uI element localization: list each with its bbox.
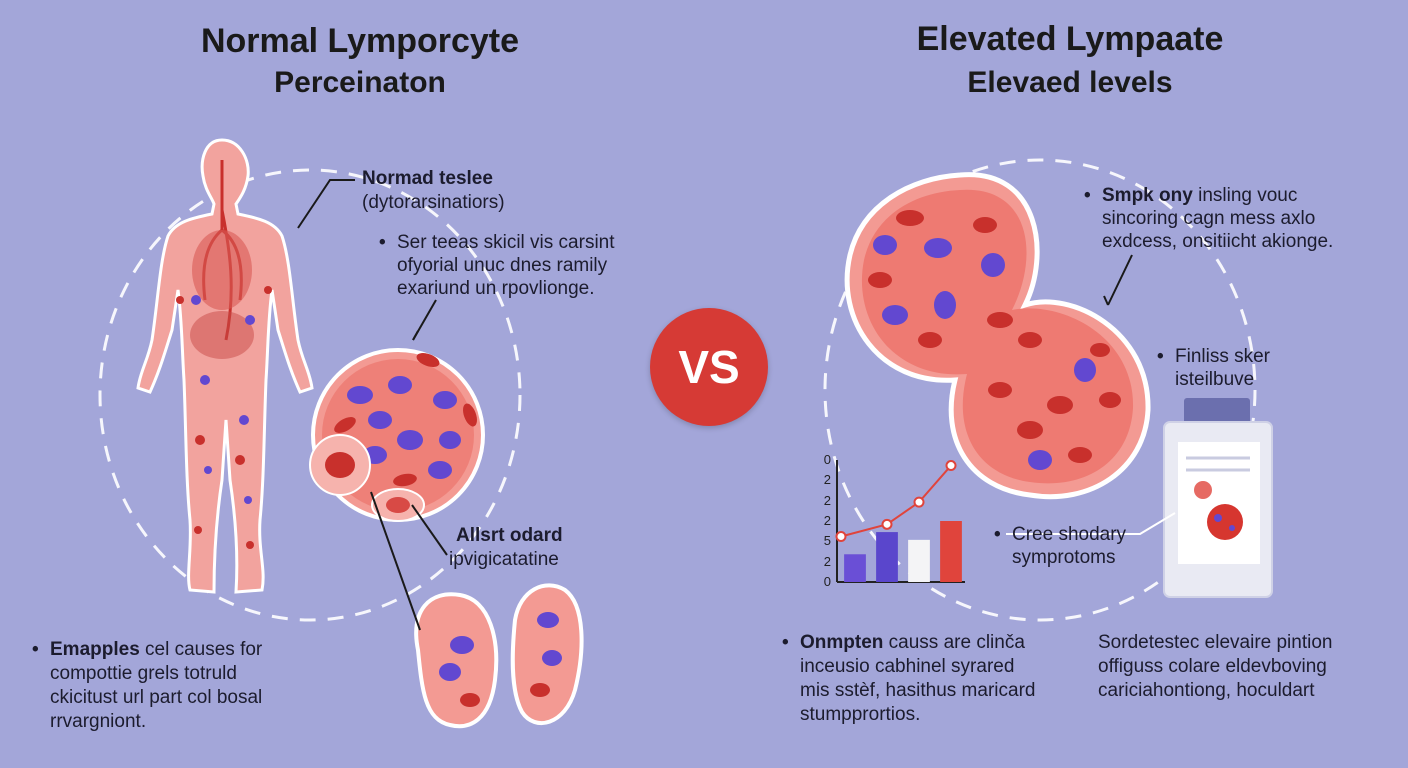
left-callout2-line1: Ser teeas skicil vis carsint	[379, 231, 614, 254]
right-callout1-line2: sincoring cagn mess axlo	[1102, 208, 1316, 229]
left-bottom-line4: rrvargniont.	[50, 711, 147, 732]
chart-point	[913, 496, 925, 508]
chart-y-tick-label: 0	[823, 574, 831, 589]
elevation-chart	[835, 460, 965, 583]
left-callout2-line2: ofyorial unuc dnes ramily	[397, 255, 608, 276]
chart-point	[835, 531, 847, 543]
right-callout1-line1: insling vouc	[1192, 185, 1298, 206]
left-callout3-title: Allsrt odard	[456, 525, 563, 546]
left-dashed-circle	[98, 168, 522, 622]
chart-point	[945, 460, 957, 472]
right-callout3-line1: Cree shodary	[994, 523, 1126, 546]
right-bottom-right-text: Sordetestec elevaire pintion offiguss co…	[1098, 631, 1332, 703]
medicine-bottle-icon	[1163, 398, 1273, 598]
right-bottom-right-line2: offiguss colare eldevboving	[1098, 656, 1327, 677]
right-callout1-line3: exdcess, onsitiicht akionge.	[1102, 231, 1334, 252]
right-callout2: Finliss sker isteilbuve	[1157, 345, 1270, 391]
chart-point	[881, 518, 893, 530]
left-subtitle: Perceinaton	[274, 66, 446, 99]
left-bottom-text: Emapples cel causes for compottie grels …	[32, 638, 263, 734]
right-bottom-line3: mis sstèf, hasithus maricard	[800, 680, 1036, 701]
left-callout-sub: (dytorarsinatiors)	[362, 192, 505, 213]
chart-trend-line	[840, 464, 952, 538]
right-bottom-right-line3: cariciahontiong, hoculdart	[1098, 680, 1315, 701]
chart-bar	[908, 539, 930, 582]
left-callout3-sub: ipvigicatatine	[449, 549, 559, 570]
chart-y-tick-label: 2	[823, 513, 831, 528]
left-callout2: Ser teeas skicil vis carsint ofyorial un…	[379, 231, 614, 300]
right-callout1: Smpk ony insling vouc sincoring cagn mes…	[1084, 184, 1334, 253]
right-callout3: Cree shodary symprotoms	[994, 523, 1126, 569]
chart-y-tick-label: 5	[823, 533, 831, 549]
chart-y-tick-label: 2	[823, 472, 831, 488]
right-callout1-bold: Smpk ony	[1102, 185, 1193, 206]
right-callout2-line2: isteilbuve	[1175, 369, 1255, 390]
chart-bar	[876, 532, 898, 582]
right-bottom-bold: Onmpten	[800, 632, 884, 653]
right-callout2-line1: Finliss sker	[1157, 345, 1270, 368]
right-dashed-circle	[823, 158, 1257, 622]
normal-tissue-cell	[309, 348, 485, 522]
chart-y-tick-label: 0	[823, 452, 831, 467]
right-bottom-line4: stumpprortios.	[800, 704, 921, 725]
human-body-figure	[136, 138, 314, 594]
left-title: Normal Lymporcyte	[200, 22, 520, 60]
left-bottom-line3: ckicitust url part col bosal	[50, 687, 263, 708]
vs-badge: VS	[650, 308, 768, 426]
right-bottom-left-text: Onmpten causs are clinča inceusio cabhin…	[782, 631, 1036, 727]
right-callout3-line2: symprotoms	[1012, 547, 1116, 568]
left-bottom-line2: compottie grels totruld	[50, 663, 237, 684]
callout-connectors	[297, 179, 1176, 631]
lymphocyte-cells-pair	[414, 583, 584, 729]
right-subtitle: Elevaed levels	[967, 66, 1173, 99]
left-bottom-bold: Emapples	[50, 639, 140, 660]
left-callout2-line3: exariund un rpovlionge.	[397, 278, 595, 299]
left-callout-title: Normad teslee	[362, 168, 493, 189]
elevated-tissue-cell	[844, 172, 1151, 500]
right-bottom-line2: inceusio cabhinel syrared	[800, 656, 1015, 677]
left-bottom-line1: cel causes for	[139, 639, 263, 660]
right-bottom-line1: causs are clinča	[883, 632, 1025, 653]
right-bottom-right-line1: Sordetestec elevaire pintion	[1098, 632, 1333, 653]
right-title: Elevated Lympaate	[916, 20, 1224, 58]
chart-bar	[844, 554, 866, 582]
chart-bar	[940, 521, 962, 582]
chart-y-tick-label: 2	[823, 553, 831, 569]
chart-y-tick-label: 2	[823, 492, 831, 508]
